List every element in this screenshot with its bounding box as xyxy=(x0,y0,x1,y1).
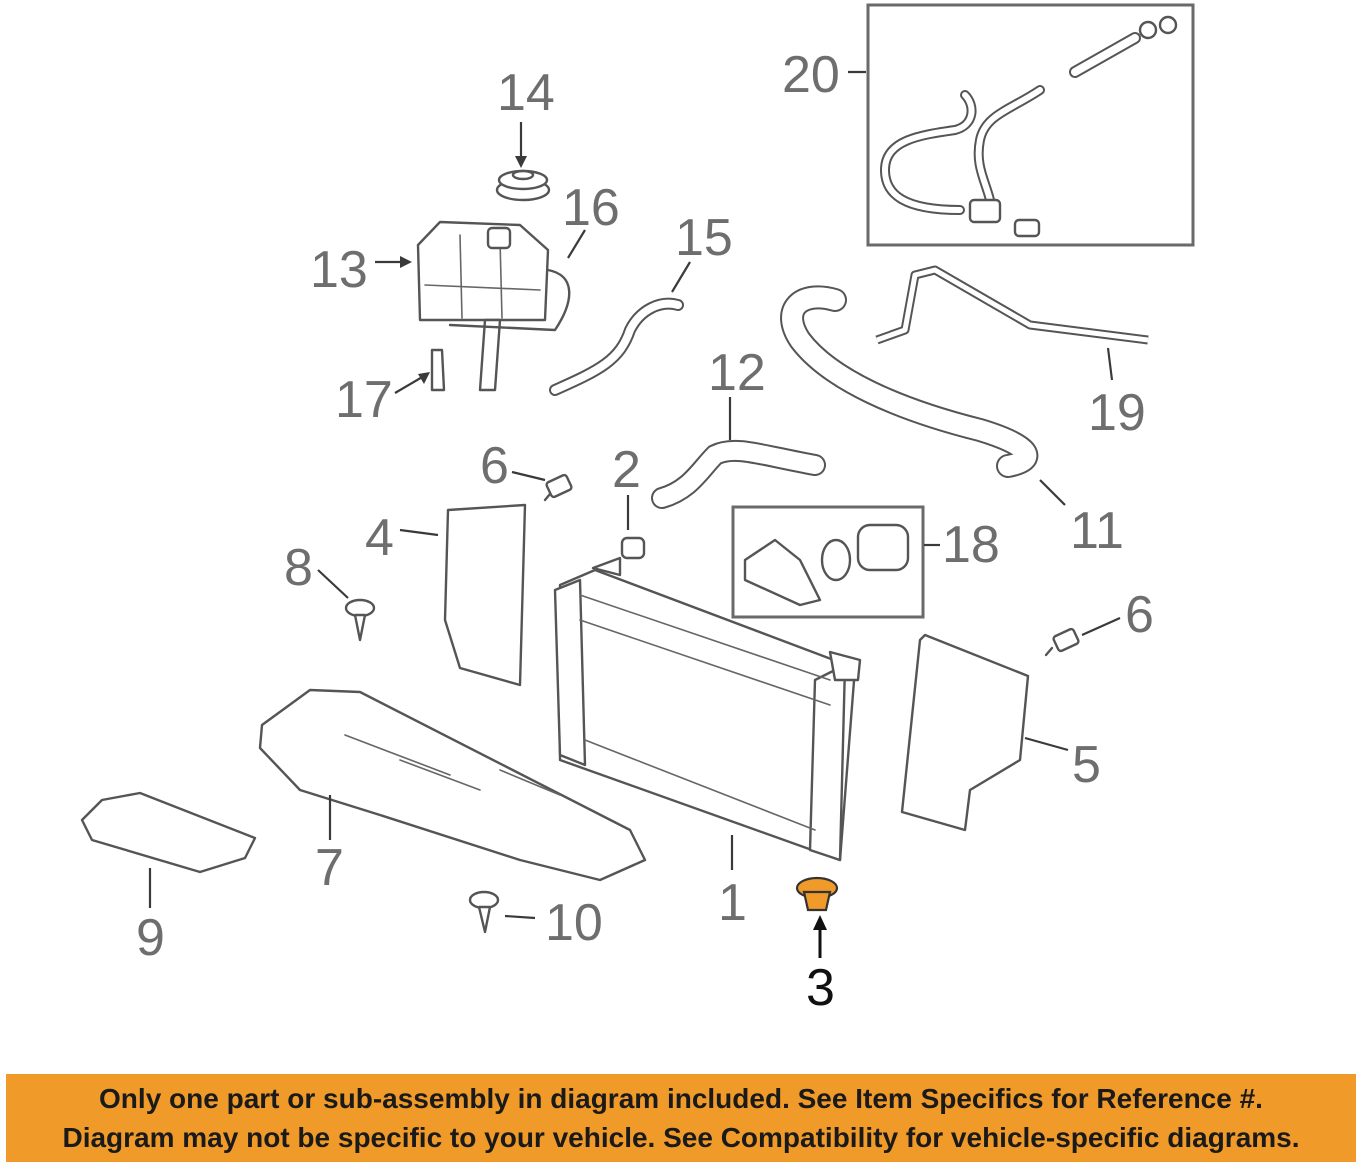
part-4-shroud-left xyxy=(443,503,527,687)
part-10-push-pin xyxy=(468,890,500,934)
lead-16 xyxy=(567,229,586,259)
lead-4 xyxy=(399,528,439,537)
callout-20: 20 xyxy=(782,46,840,104)
lead-8 xyxy=(317,569,349,599)
hose-kit-frame xyxy=(866,3,1195,247)
part-13-reservoir xyxy=(416,220,571,392)
part-6-bolt-lower xyxy=(1044,627,1080,657)
part-18-thermostat-kit xyxy=(731,505,925,619)
part-15-hose xyxy=(549,297,684,396)
lead-6b xyxy=(1081,616,1121,637)
lead-19 xyxy=(1106,347,1114,381)
disclaimer-line-2: Diagram may not be specific to your vehi… xyxy=(62,1122,1300,1153)
callout-2: 2 xyxy=(612,441,641,499)
callout-6b: 6 xyxy=(1125,586,1154,644)
lead-6a xyxy=(511,470,546,482)
callout-9: 9 xyxy=(136,909,165,967)
disclaimer-line-1: Only one part or sub-assembly in diagram… xyxy=(99,1083,1263,1114)
lead-15 xyxy=(671,261,691,293)
part-2-plug xyxy=(620,536,646,560)
callout-18: 18 xyxy=(942,516,1000,574)
callout-1: 1 xyxy=(718,874,747,932)
callout-11: 11 xyxy=(1070,502,1124,560)
thermostat-kit-frame xyxy=(731,505,925,619)
lead-17 xyxy=(394,375,425,394)
callout-5: 5 xyxy=(1072,736,1101,794)
callout-8: 8 xyxy=(284,539,313,597)
callout-16: 16 xyxy=(562,179,620,237)
part-1-radiator xyxy=(553,556,862,862)
part-9-deflector xyxy=(80,791,257,874)
callout-4: 4 xyxy=(365,509,394,567)
disclaimer-banner: Only one part or sub-assembly in diagram… xyxy=(6,1074,1356,1162)
callout-6a: 6 xyxy=(480,437,509,495)
part-3-insulator xyxy=(795,876,839,912)
callout-12: 12 xyxy=(708,344,766,402)
callout-17: 17 xyxy=(335,371,393,429)
part-14-cap xyxy=(495,169,551,202)
part-17-bleeder xyxy=(430,348,446,392)
part-11-hose xyxy=(780,285,1039,478)
diagram-canvas: 20 14 13 16 17 15 12 xyxy=(80,3,1195,1017)
part-19-pipe xyxy=(875,265,1149,345)
part-12-hose xyxy=(651,439,826,509)
callout-7: 7 xyxy=(315,839,344,897)
part-5-shroud-right xyxy=(900,633,1030,832)
part-20-hose-kit xyxy=(866,3,1195,247)
callout-15: 15 xyxy=(675,209,733,267)
part-6-bolt-upper xyxy=(543,473,573,502)
parts-diagram: 20 14 13 16 17 15 12 xyxy=(80,3,1195,1017)
lead-10 xyxy=(504,914,536,920)
callout-3: 3 xyxy=(806,959,835,1017)
lead-11 xyxy=(1039,479,1066,506)
callout-14: 14 xyxy=(497,64,555,122)
callout-10: 10 xyxy=(545,894,603,952)
part-8-push-pin xyxy=(344,598,376,642)
lead-5 xyxy=(1024,736,1069,752)
callout-13: 13 xyxy=(310,241,368,299)
part-7-air-baffle xyxy=(258,688,647,882)
callout-19: 19 xyxy=(1088,384,1146,442)
